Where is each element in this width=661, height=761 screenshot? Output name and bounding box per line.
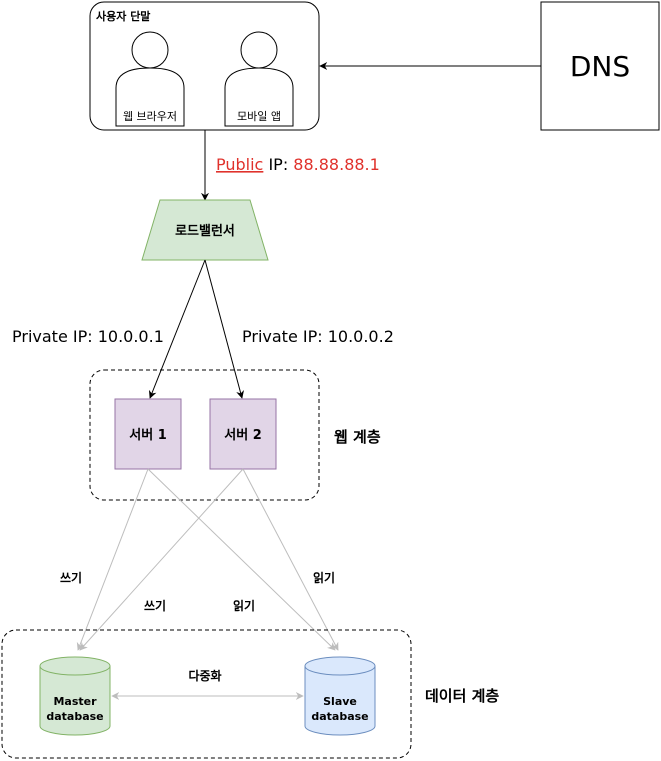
slave-db-label-1: Slave (323, 695, 357, 708)
dns-label: DNS (570, 50, 630, 83)
server1-label: 서버 1 (129, 427, 167, 443)
web-tier-label: 웹 계층 (334, 428, 381, 446)
master-db-label-1: Master (53, 695, 97, 708)
ip-word: IP: (263, 155, 293, 174)
master-db-label-2: database (46, 710, 103, 723)
server-db-connections (76, 468, 339, 651)
read-label-right: 읽기 (313, 570, 335, 585)
private-ip-left: Private IP: 10.0.0.1 (12, 327, 164, 346)
slave-database-cylinder (304, 656, 376, 736)
data-tier-label: 데이터 계층 (425, 687, 499, 705)
client-group-title: 사용자 단말 (96, 9, 150, 23)
load-balancer: 로드밸런서 (141, 199, 269, 261)
server1-read-arrow (147, 468, 336, 651)
dns-box: DNS (540, 1, 660, 131)
lb-to-server1-arrow (148, 259, 206, 399)
mobile-user-icon (224, 31, 294, 127)
read-label-inner: 읽기 (233, 598, 255, 613)
web-tier-group: 서버 1 서버 2 (89, 369, 320, 501)
load-balancer-label: 로드밸런서 (175, 224, 235, 239)
public-word: Public (216, 155, 263, 174)
data-tier-group: Master database Slave database 다중화 (1, 629, 412, 759)
slave-db-label-2: database (311, 710, 368, 723)
public-ip-label: Public IP: 88.88.88.1 (216, 155, 380, 174)
public-ip-address: 88.88.88.1 (293, 155, 380, 174)
browser-label: 웹 브라우저 (123, 110, 177, 123)
client-group: 사용자 단말 웹 브라우저 모바일 앱 (89, 1, 320, 131)
server2-write-arrow (79, 468, 244, 651)
write-label-inner: 쓰기 (144, 598, 166, 613)
server2-label: 서버 2 (224, 427, 262, 443)
lb-to-server2-arrow (204, 259, 244, 399)
server1-write-arrow (76, 468, 149, 651)
mobile-label: 모바일 앱 (237, 109, 281, 123)
replication-label: 다중화 (188, 668, 221, 683)
browser-user-icon (115, 31, 185, 127)
server2-read-arrow (242, 468, 339, 651)
server1-box (114, 398, 182, 470)
master-database-cylinder (39, 656, 111, 736)
write-label-left: 쓰기 (60, 570, 82, 585)
private-ip-right: Private IP: 10.0.0.2 (242, 327, 394, 346)
